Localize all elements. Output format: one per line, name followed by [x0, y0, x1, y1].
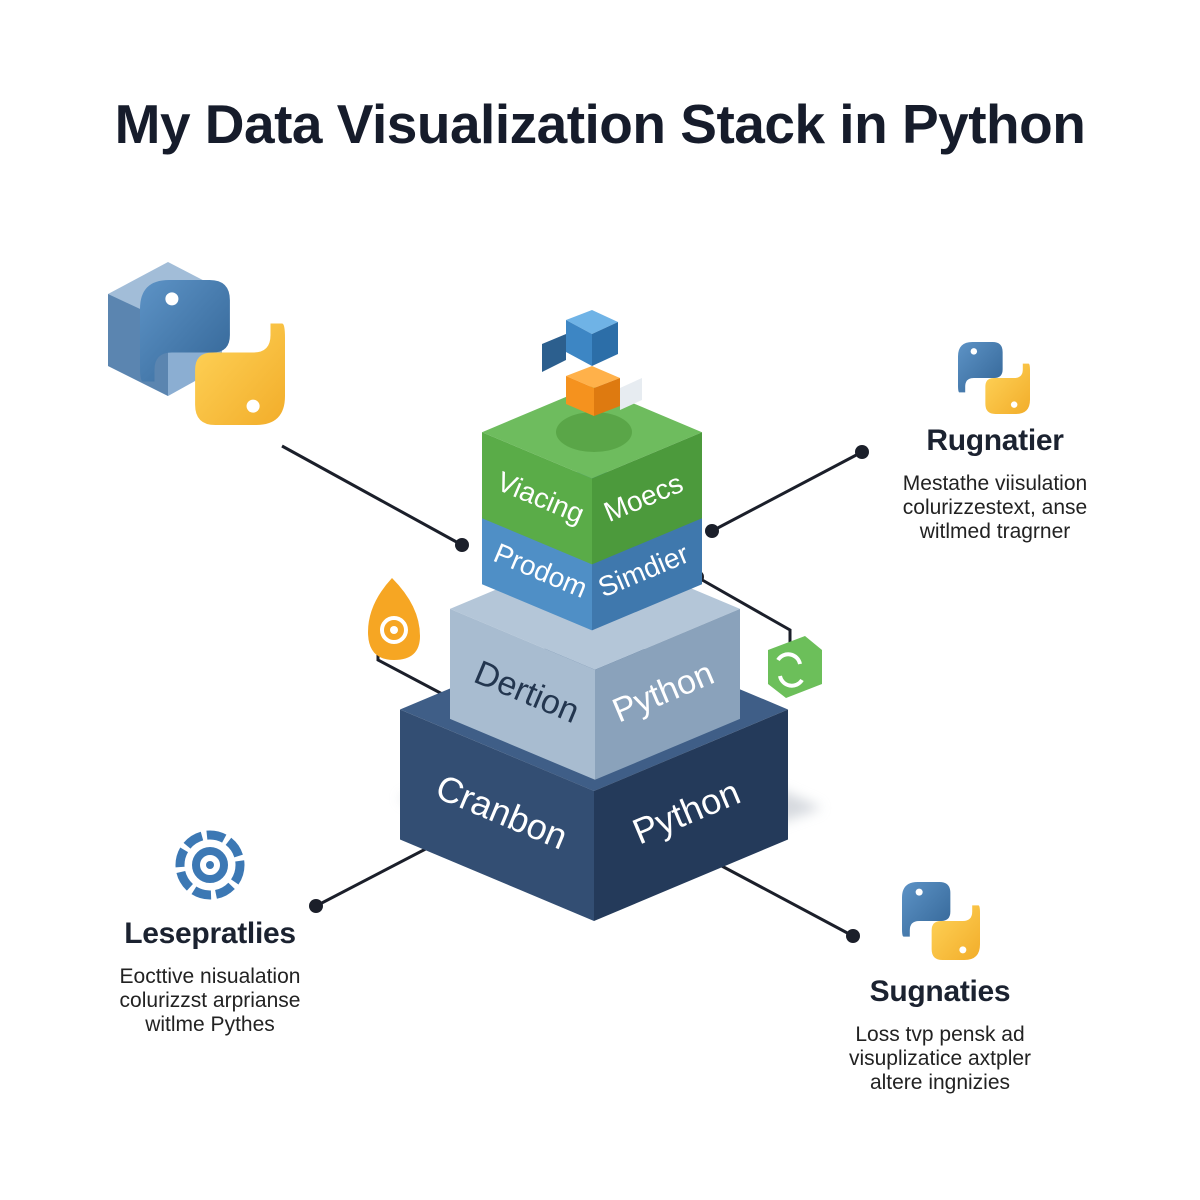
- connector-top-right: [711, 450, 863, 533]
- callout-description: Mestathe viisulation colurizzestext, ans…: [860, 472, 1130, 544]
- callout-line: Eocttive nisualation: [119, 965, 301, 988]
- connector-refresh: [696, 575, 792, 645]
- callout-line: altere ingnizies: [869, 1071, 1011, 1094]
- callout-line: Loss tvp pensk ad: [855, 1023, 1025, 1046]
- cube-icon: [542, 310, 642, 416]
- callout-line: visuplizatice axtpler: [848, 1047, 1032, 1070]
- callout-line: colurizzst arprianse: [119, 989, 301, 1012]
- callout-description: Loss tvp pensk ad visuplizatice axtpler …: [810, 1023, 1070, 1095]
- callout-heading: Sugnaties: [869, 975, 1011, 1008]
- callout-heading: Rugnatier: [926, 424, 1064, 457]
- callout-bottom-left: Lesepratlies Eocttive nisualation coluri…: [80, 917, 340, 1037]
- python-logo-large-icon: [108, 262, 285, 425]
- layer-left-face: [482, 512, 592, 631]
- python-logo-icon-bottom-right: [902, 882, 980, 960]
- callout-line: colurizzestext, anse: [902, 496, 1088, 519]
- connector-top-left: [281, 444, 463, 547]
- callout-heading: Lesepratlies: [124, 917, 296, 950]
- flame-icon: [368, 578, 420, 660]
- layer-left-face: [400, 709, 594, 921]
- layer-right-face: [594, 709, 788, 921]
- layer-left-face: [482, 432, 592, 565]
- layer-left-face: [450, 608, 595, 780]
- refresh-icon: [768, 636, 822, 698]
- layer-right-face: [592, 432, 702, 565]
- python-logo-icon-top-right: [958, 342, 1030, 414]
- page-title: My Data Visualization Stack in Python: [114, 93, 1086, 155]
- callout-description: Eocttive nisualation colurizzst arprians…: [80, 965, 340, 1037]
- gear-icon: [175, 830, 245, 900]
- callout-line: witlme Pythes: [145, 1013, 275, 1036]
- callout-bottom-right: Sugnaties Loss tvp pensk ad visuplizatic…: [810, 975, 1070, 1095]
- layer-right-face: [595, 608, 740, 780]
- callout-top-right: Rugnatier Mestathe viisulation colurizze…: [860, 424, 1130, 544]
- callout-line: witlmed tragrner: [919, 520, 1071, 543]
- top-face-disc: [556, 412, 632, 452]
- layer-right-face: [592, 512, 702, 631]
- callout-line: Mestathe viisulation: [902, 472, 1088, 495]
